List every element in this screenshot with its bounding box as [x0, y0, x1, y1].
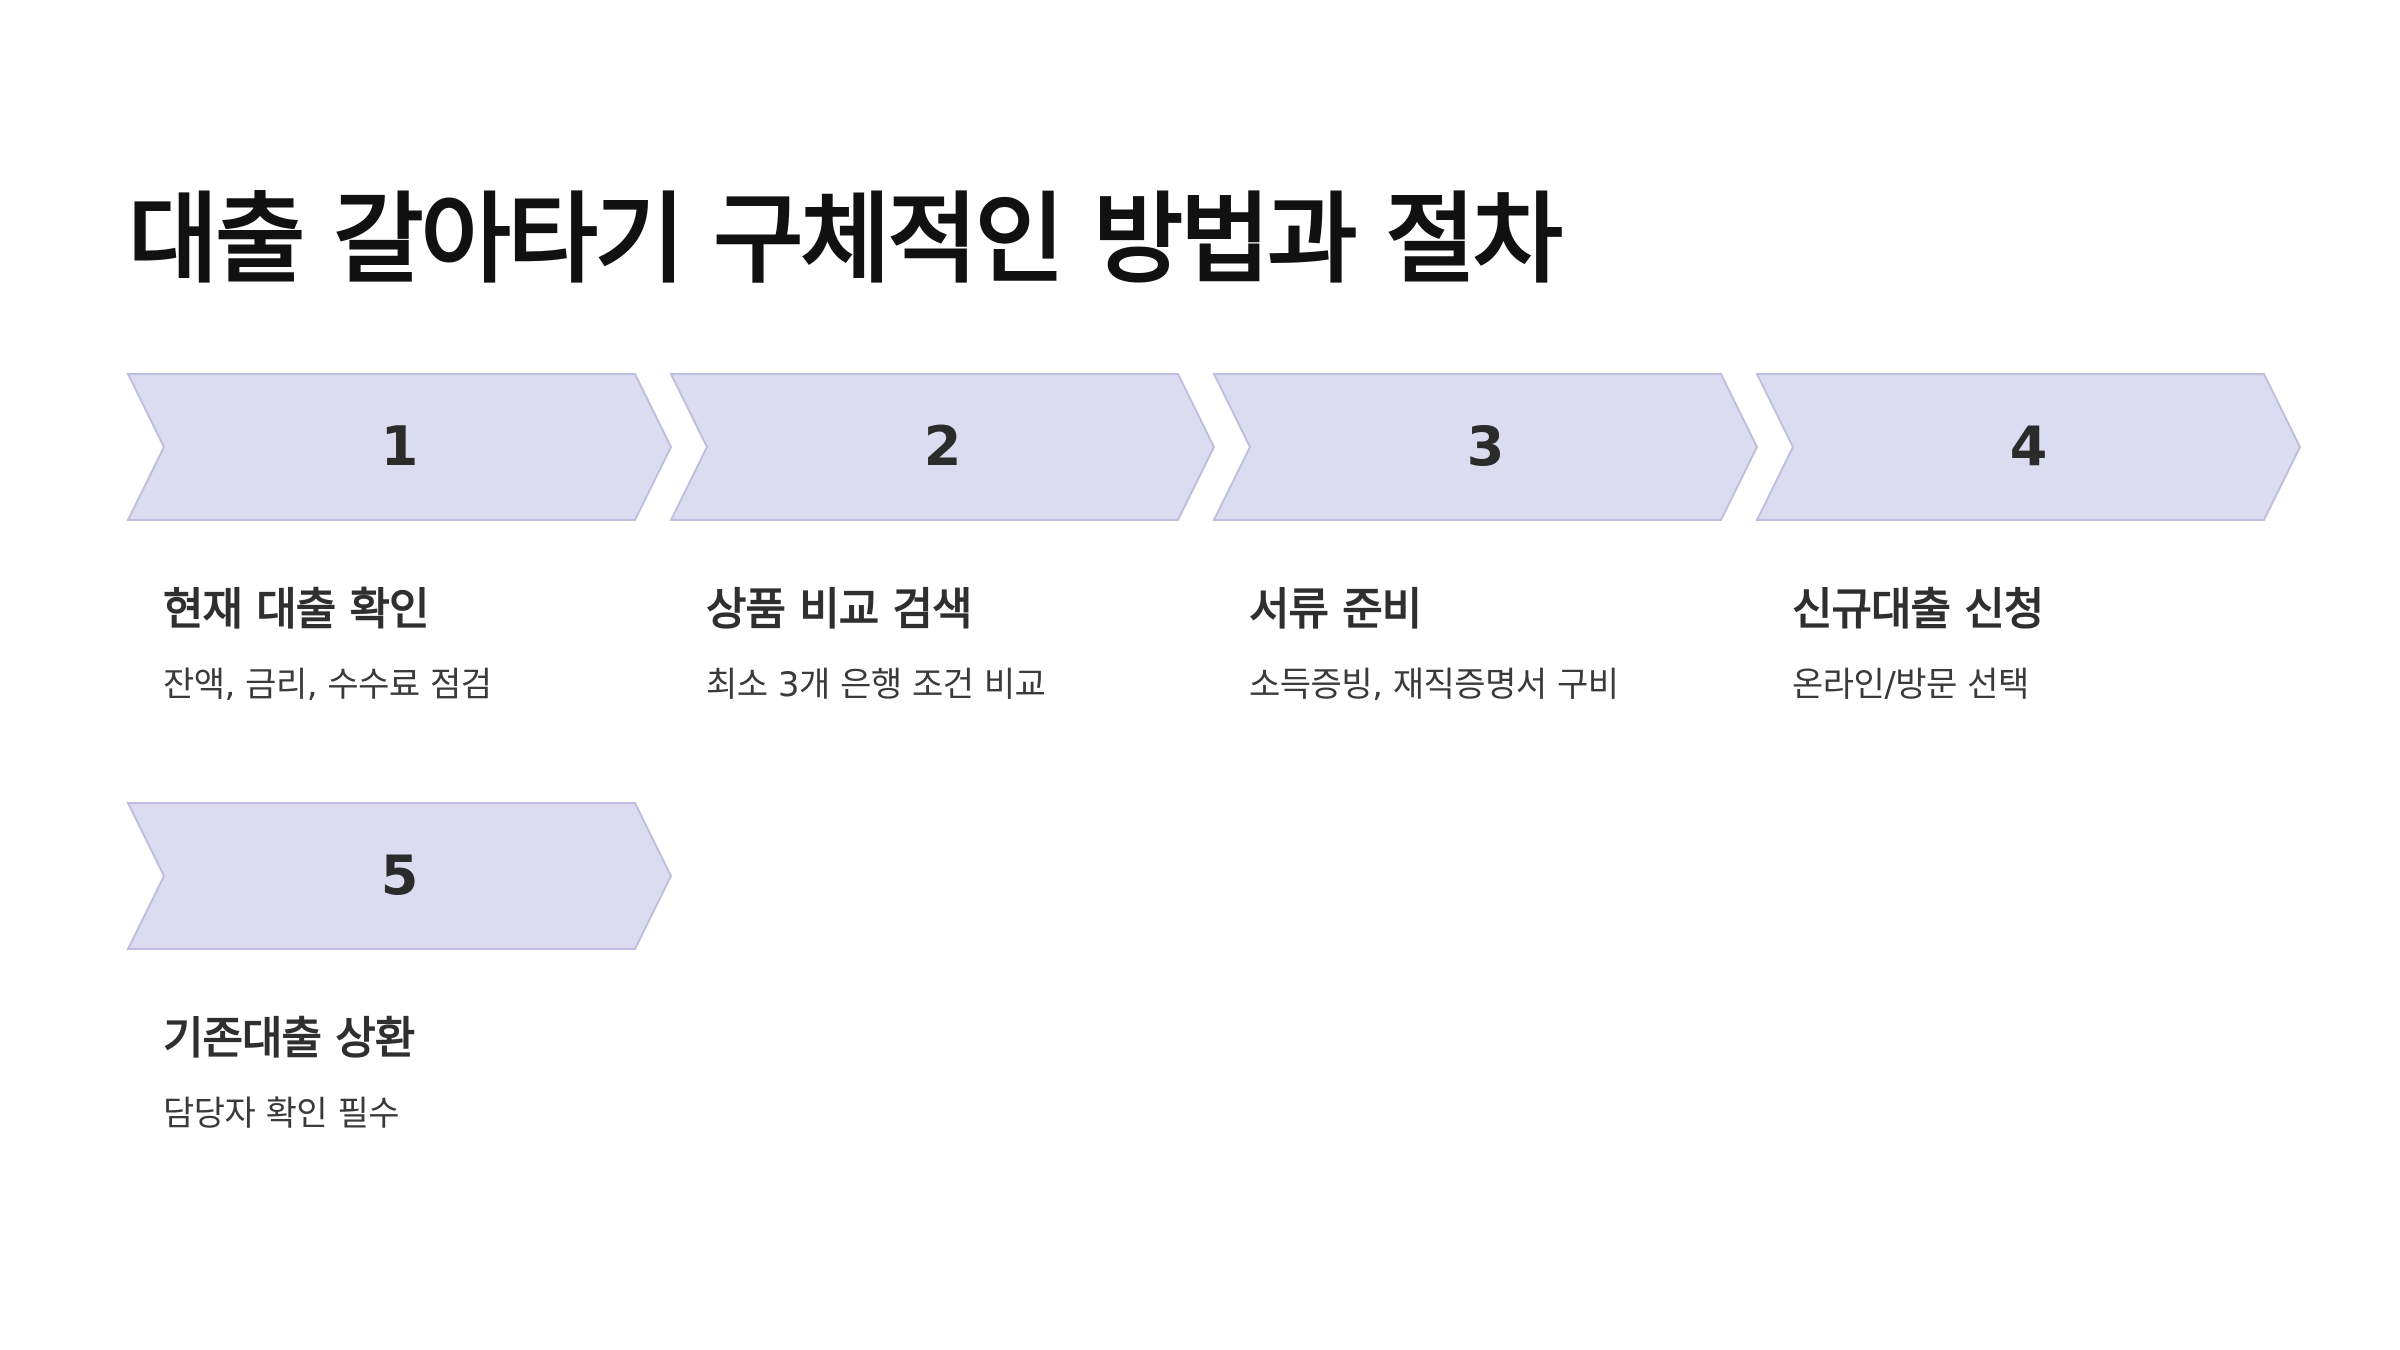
step-2: 2 상품 비교 검색 최소 3개 은행 조건 비교	[669, 373, 1216, 733]
step-number: 2	[923, 415, 962, 478]
step-chevron: 3	[1212, 373, 1759, 521]
step-title: 서류 준비	[1249, 584, 1422, 635]
page-title: 대출 갈아타기 구체적인 방법과 절차	[128, 183, 1563, 297]
step-number: 5	[380, 844, 419, 907]
step-title: 현재 대출 확인	[163, 584, 430, 635]
step-title: 상품 비교 검색	[706, 584, 973, 635]
chevron-arrow-shape	[669, 373, 1216, 521]
step-number: 3	[1466, 415, 1505, 478]
step-title: 기존대출 상환	[163, 1013, 415, 1064]
step-description: 온라인/방문 선택	[1792, 665, 2029, 705]
chevron-arrow-shape	[1755, 373, 2302, 521]
step-5: 5 기존대출 상환 담당자 확인 필수	[126, 802, 673, 1162]
step-chevron: 2	[669, 373, 1216, 521]
step-1: 1 현재 대출 확인 잔액, 금리, 수수료 점검	[126, 373, 673, 733]
step-description: 소득증빙, 재직증명서 구비	[1249, 665, 1619, 705]
step-description: 최소 3개 은행 조건 비교	[706, 665, 1046, 705]
step-chevron: 5	[126, 802, 673, 950]
step-number: 4	[2009, 415, 2048, 478]
step-title: 신규대출 신청	[1792, 584, 2044, 635]
step-chevron: 4	[1755, 373, 2302, 521]
chevron-arrow-shape	[126, 802, 673, 950]
chevron-arrow-shape	[1212, 373, 1759, 521]
step-number: 1	[380, 415, 419, 478]
step-description: 잔액, 금리, 수수료 점검	[163, 665, 492, 705]
step-description: 담당자 확인 필수	[163, 1094, 400, 1134]
step-chevron: 1	[126, 373, 673, 521]
chevron-arrow-shape	[126, 373, 673, 521]
step-3: 3 서류 준비 소득증빙, 재직증명서 구비	[1212, 373, 1759, 733]
step-4: 4 신규대출 신청 온라인/방문 선택	[1755, 373, 2302, 733]
